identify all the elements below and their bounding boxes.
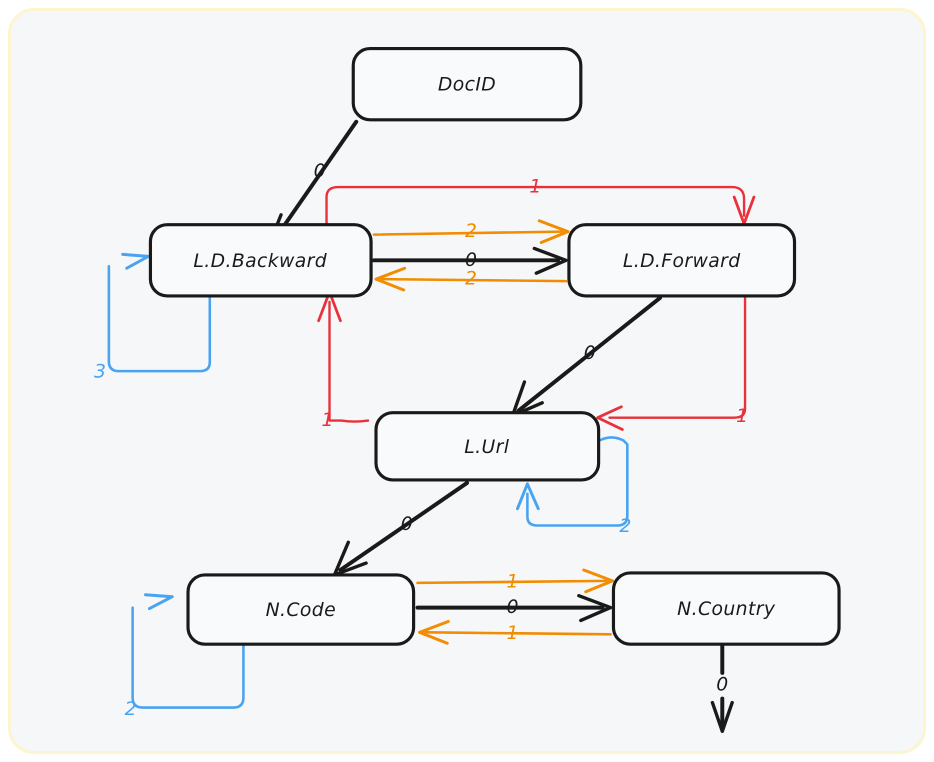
edge-label: 0: [401, 514, 413, 535]
diagram-canvas: 0 1 2 0 2 3: [8, 8, 926, 754]
edge-lurl-to-ncode-black: 0: [332, 480, 470, 577]
edge-ld-backward-self-loop: 3: [94, 252, 212, 383]
edge-ld-forward-to-lurl-red: 1: [596, 296, 748, 431]
edge-label: 2: [465, 269, 477, 290]
edge-lurl-to-ld-backward-red: 1: [317, 290, 370, 431]
node-ld-forward[interactable]: L.D.Forward: [567, 223, 797, 298]
edge-ncode-to-ncountry-black: 0: [415, 594, 613, 623]
edge-label: 0: [716, 674, 728, 695]
node-label: L.D.Forward: [623, 251, 741, 272]
node-label: N.Code: [266, 600, 336, 621]
edge-label: 1: [507, 571, 519, 592]
edge-ncode-to-ncountry-orange-top: 1: [416, 568, 614, 594]
edge-ld-backward-to-ld-forward-orange-top: 2: [372, 219, 570, 245]
graph-diagram: 0 1 2 0 2 3: [94, 47, 841, 733]
edge-ld-backward-to-ld-forward-red: 1: [325, 177, 756, 226]
node-label: L.D.Backward: [193, 251, 327, 272]
edge-label: 1: [736, 406, 748, 427]
edge-label: 2: [465, 221, 477, 242]
edge-label: 0: [314, 161, 326, 182]
edge-label: 0: [465, 250, 477, 271]
edge-ncountry-to-ncode-orange: 1: [418, 619, 612, 645]
edge-label: 0: [507, 597, 519, 618]
edge-ld-backward-to-ld-forward-black: 0: [372, 246, 568, 275]
node-ncountry[interactable]: N.Country: [611, 571, 841, 646]
edge-label: 1: [507, 623, 519, 644]
edge-label: 0: [584, 343, 596, 364]
node-docid[interactable]: DocID: [351, 47, 583, 122]
edge-label: 1: [322, 410, 334, 431]
edge-label: 3: [94, 362, 106, 383]
node-ncode[interactable]: N.Code: [186, 573, 416, 646]
node-label: N.Country: [677, 599, 776, 620]
node-lurl[interactable]: L.Url: [374, 411, 601, 482]
edge-ld-forward-to-ld-backward-orange: 2: [374, 266, 568, 292]
edge-label: 2: [125, 699, 137, 720]
edge-ncode-self-loop: 2: [125, 593, 245, 720]
edge-ncountry-outgoing: 0: [710, 643, 734, 733]
node-ld-backward[interactable]: L.D.Backward: [148, 223, 373, 298]
edge-ld-forward-to-lurl-black: 0: [510, 295, 662, 418]
node-label: DocID: [438, 75, 496, 96]
node-label: L.Url: [464, 437, 509, 458]
edge-label: 2: [619, 516, 631, 537]
edge-label: 1: [529, 177, 541, 198]
edge-lurl-self-loop: 2: [516, 436, 631, 537]
